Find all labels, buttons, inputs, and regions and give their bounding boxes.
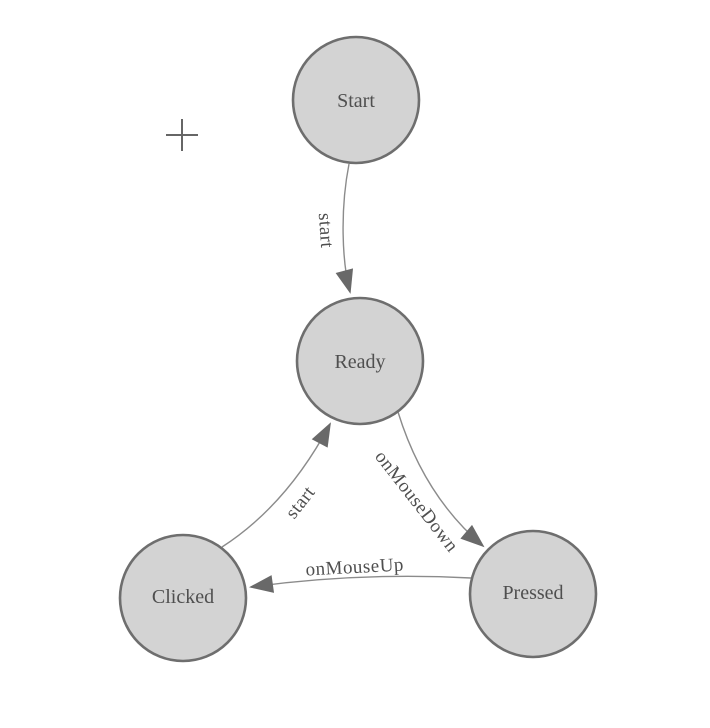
edge-pressed-to-clicked[interactable]	[249, 575, 472, 593]
node-start-label: Start	[337, 90, 375, 112]
node-ready[interactable]: Ready	[295, 296, 425, 426]
node-ready-shape[interactable]	[295, 296, 425, 426]
node-pressed-shape[interactable]	[468, 529, 598, 659]
edge-label-onmouseup: onMouseUp	[305, 554, 404, 580]
crosshair-icon	[166, 119, 198, 151]
edge-ready-to-pressed[interactable]	[397, 411, 485, 548]
node-start-shape[interactable]	[291, 35, 421, 165]
node-clicked-shape[interactable]	[118, 533, 248, 663]
node-ready-label: Ready	[334, 351, 385, 373]
edge-label-onmousedown: onMouseDown	[370, 447, 462, 557]
edge-clicked-to-ready[interactable]	[221, 422, 331, 548]
node-clicked[interactable]: Clicked	[118, 533, 248, 663]
edge-start-to-ready[interactable]	[335, 163, 354, 294]
node-pressed-label: Pressed	[502, 582, 563, 604]
edge-label-start-to-ready: start	[314, 212, 337, 249]
node-start[interactable]: Start	[291, 35, 421, 165]
node-clicked-label: Clicked	[152, 586, 214, 608]
node-pressed[interactable]: Pressed	[468, 529, 598, 659]
